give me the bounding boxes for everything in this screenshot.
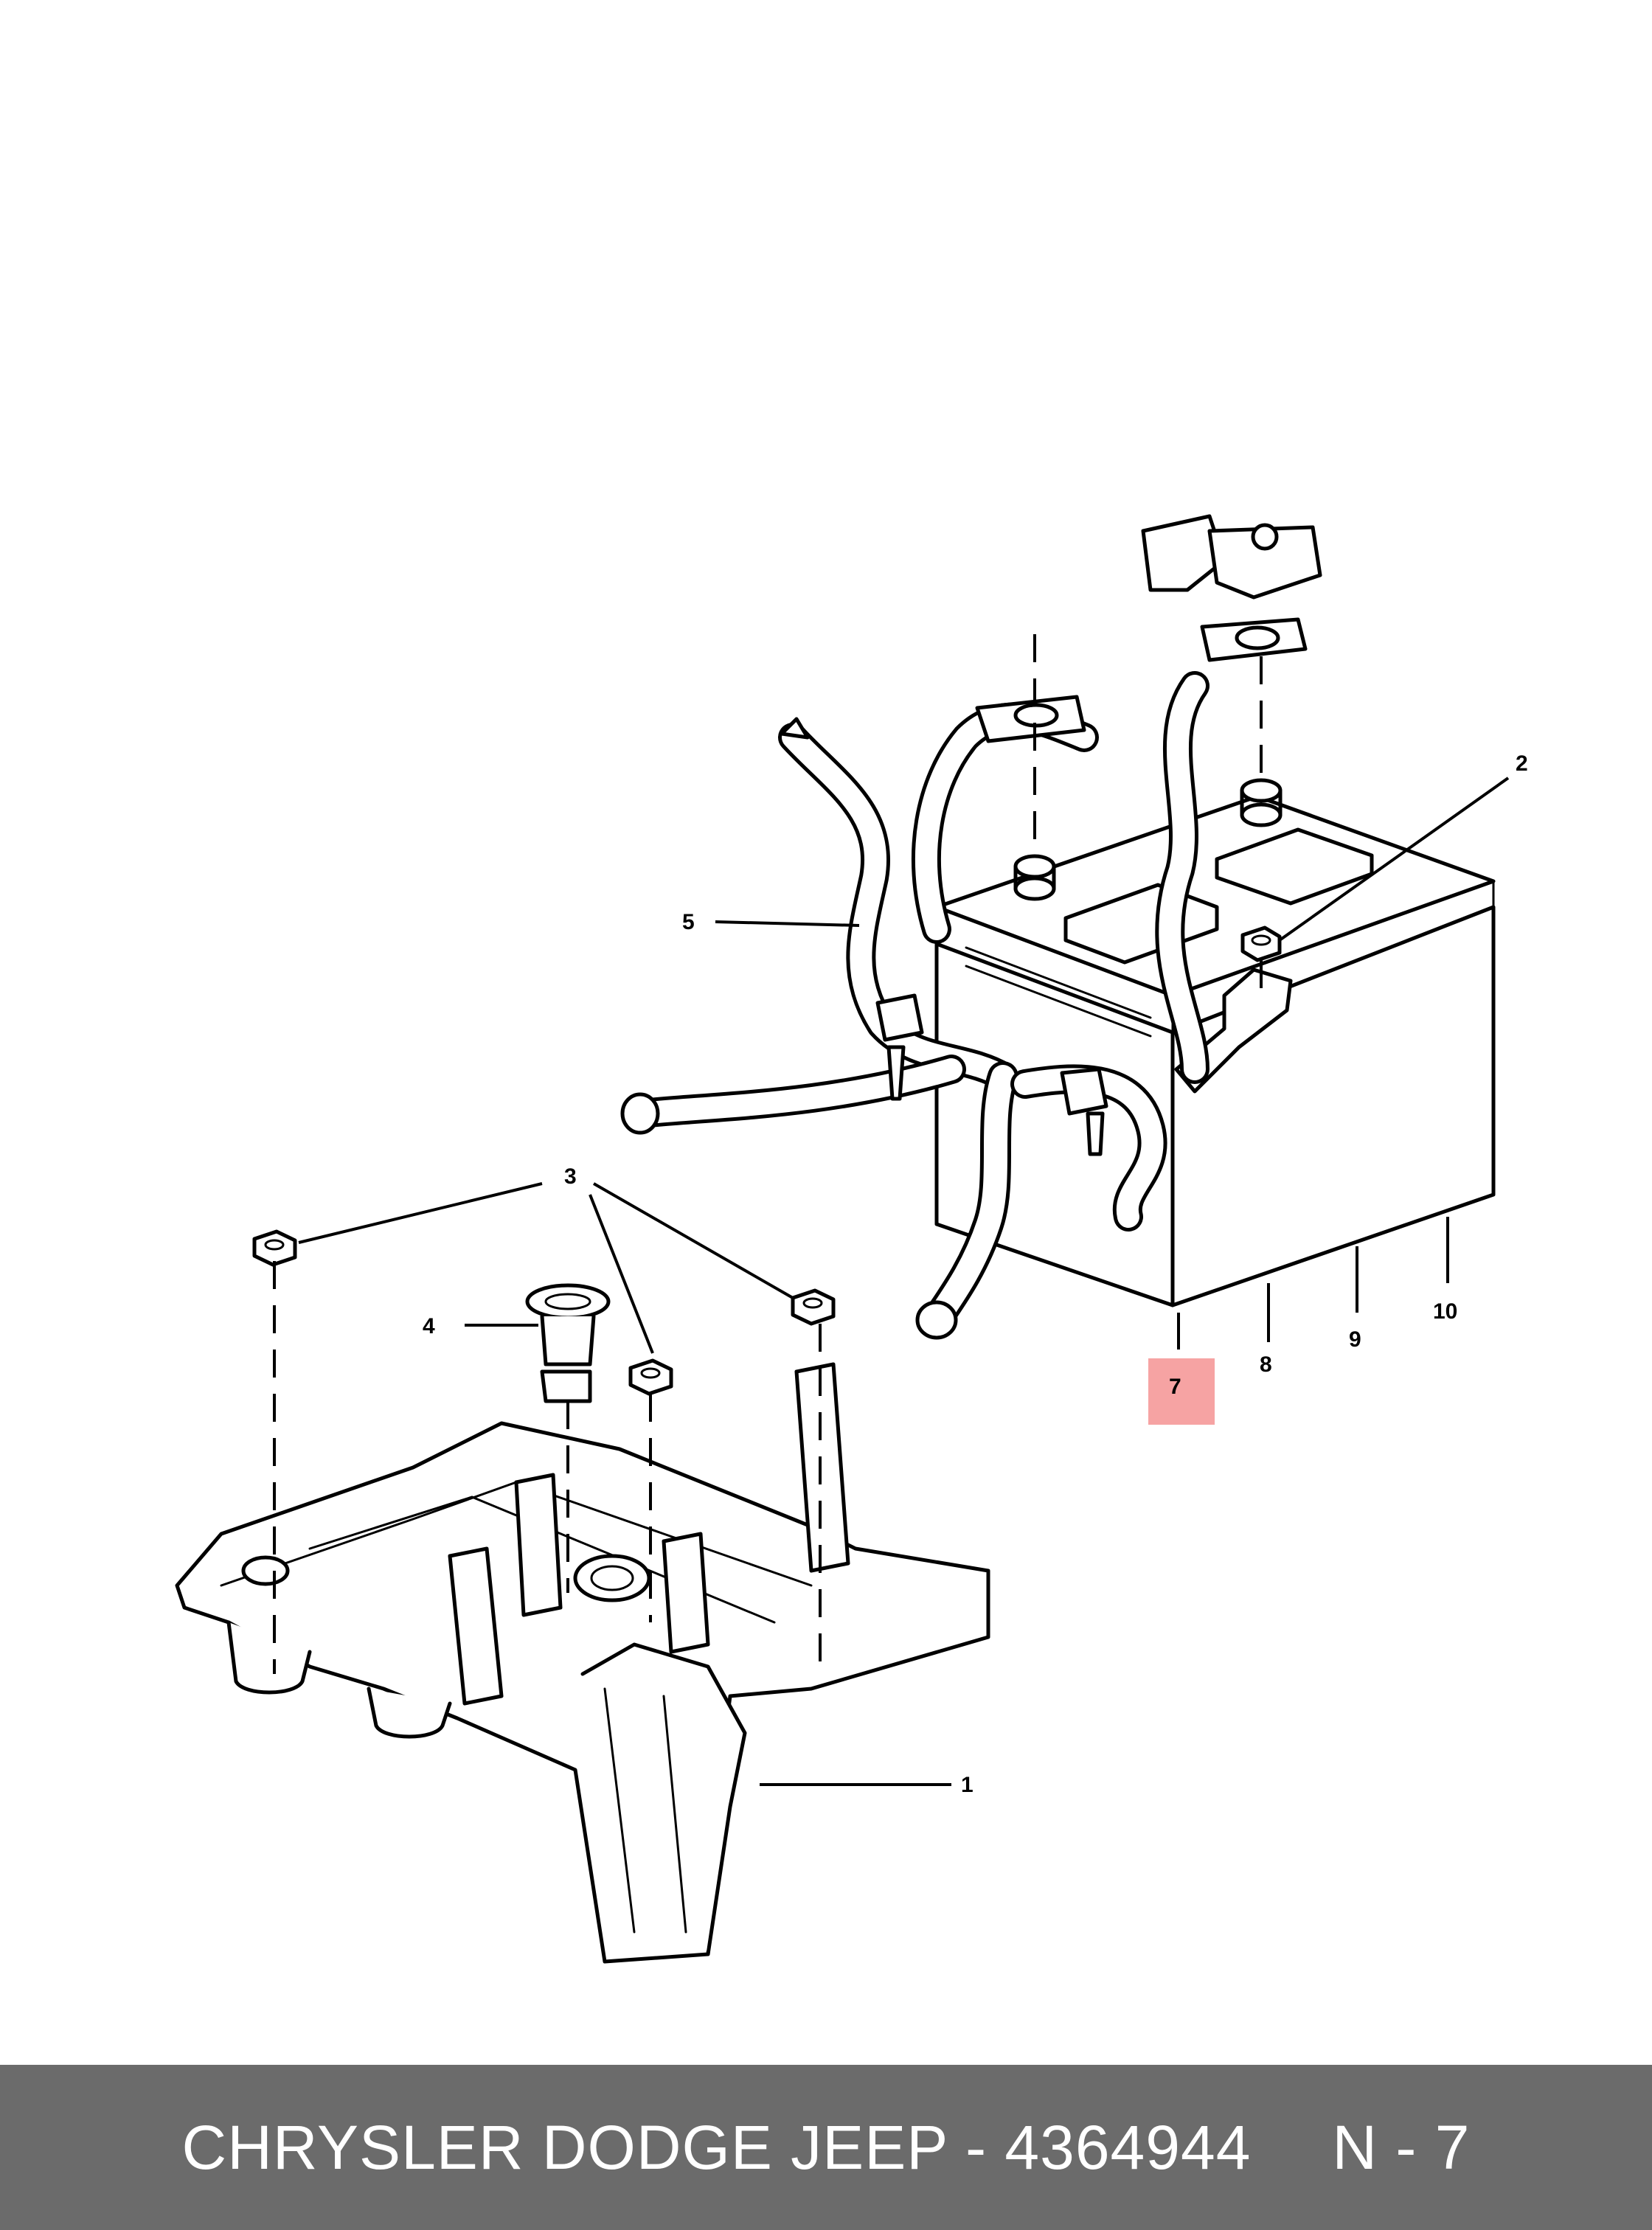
cable-harness xyxy=(620,514,1322,1340)
nut-3-center xyxy=(628,1358,673,1396)
svg-text:5: 5 xyxy=(682,910,695,934)
nut-3-right xyxy=(791,1288,836,1326)
callout-5: 5 xyxy=(682,910,695,934)
svg-text:9: 9 xyxy=(1349,1327,1361,1352)
page-reference: N - 7 xyxy=(1332,2112,1471,2182)
parts-diagram: 1 2 3 4 5 7 8 9 10 xyxy=(175,514,1528,1964)
callout-3: 3 xyxy=(564,1164,577,1189)
callout-4: 4 xyxy=(423,1314,435,1338)
nut-3-left xyxy=(252,1229,297,1267)
callout-7-highlighted[interactable]: 7 xyxy=(1148,1358,1215,1425)
part-number-text: CHRYSLER DODGE JEEP - 4364944 xyxy=(181,2112,1252,2182)
svg-text:4: 4 xyxy=(423,1314,435,1338)
battery xyxy=(934,778,1496,1307)
svg-text:1: 1 xyxy=(961,1773,974,1797)
retainer-4 xyxy=(525,1283,611,1403)
callout-1: 1 xyxy=(961,1773,974,1797)
callout-9: 9 xyxy=(1349,1327,1361,1352)
svg-text:3: 3 xyxy=(564,1164,577,1189)
svg-text:7: 7 xyxy=(1169,1375,1181,1399)
svg-text:10: 10 xyxy=(1433,1299,1457,1324)
callout-2: 2 xyxy=(1516,751,1528,776)
svg-text:8: 8 xyxy=(1260,1352,1272,1377)
callout-10: 10 xyxy=(1433,1299,1457,1324)
nut-2 xyxy=(1240,925,1282,962)
part-footer-bar: CHRYSLER DODGE JEEP - 4364944 N - 7 xyxy=(0,2065,1652,2230)
battery-tray xyxy=(175,1362,990,1964)
callout-8: 8 xyxy=(1260,1352,1272,1377)
svg-text:2: 2 xyxy=(1516,751,1528,776)
